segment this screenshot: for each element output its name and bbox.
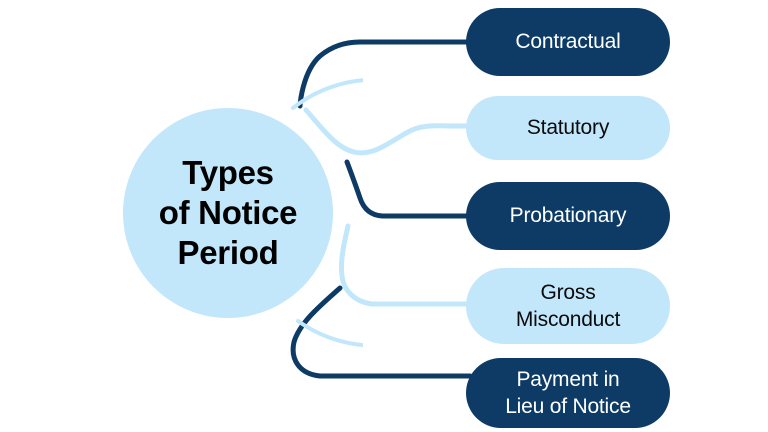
- node-contractual[interactable]: Contractual: [466, 8, 670, 76]
- connector-payment-in-lieu-of-notice: [290, 285, 473, 379]
- node-label-payment-in-lieu-of-notice: Payment in Lieu of Notice: [505, 367, 631, 418]
- node-label-statutory: Statutory: [526, 116, 610, 140]
- node-payment-in-lieu-of-notice[interactable]: Payment in Lieu of Notice: [466, 358, 670, 428]
- node-statutory[interactable]: Statutory: [466, 96, 670, 160]
- hub-circle: Types of Notice Period: [123, 108, 333, 318]
- connector-gross-misconduct: [339, 223, 475, 307]
- node-label-gross-misconduct: Gross Misconduct: [515, 280, 621, 331]
- node-label-probationary: Probationary: [509, 204, 627, 228]
- connector-contractual: [297, 39, 473, 109]
- connector-probationary: [344, 159, 473, 219]
- node-label-contractual: Contractual: [515, 30, 621, 54]
- node-gross-misconduct[interactable]: Gross Misconduct: [466, 268, 670, 344]
- hub-title: Types of Notice Period: [158, 153, 298, 272]
- node-probationary[interactable]: Probationary: [466, 182, 670, 250]
- connector-statutory: [303, 107, 475, 156]
